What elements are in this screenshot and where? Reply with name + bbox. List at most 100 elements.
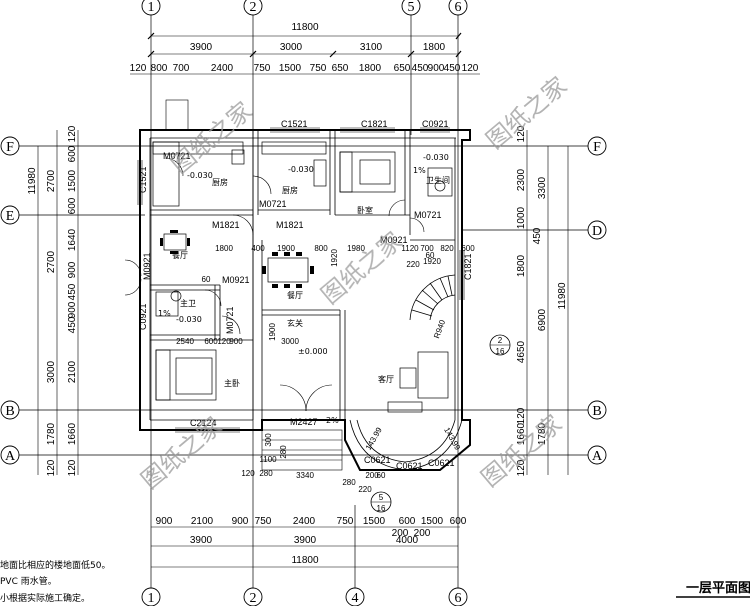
- window-c1521-left: C1521: [138, 166, 148, 193]
- door-m0921-bedroom: M0921: [380, 235, 408, 245]
- door-m0721-kitchen-2: M0721: [259, 199, 287, 209]
- section-marker-bottom-2: 16: [377, 504, 386, 513]
- bottom-bay-dim-3: 4000: [396, 535, 419, 546]
- level-zero: ±0.000: [298, 347, 328, 356]
- room-label-kitchen-2: 厨房: [282, 185, 298, 195]
- inner-dim: 1120: [401, 244, 419, 253]
- bottom-detail-dim: 900: [156, 516, 173, 527]
- window-c2124: C2124: [190, 418, 217, 428]
- inner-dim: 2540: [176, 337, 194, 346]
- bay-window: [349, 419, 463, 471]
- left-inner-dim: 120: [67, 125, 78, 142]
- top-detail-dim: 120: [130, 63, 147, 74]
- bay-arc-dim: 143.99: [442, 426, 462, 452]
- axis-label-D-right: D: [592, 224, 602, 239]
- bottom-detail-dim: 2100: [191, 516, 214, 527]
- top-detail-dim: 750: [310, 63, 327, 74]
- note-2: PVC 雨水管。: [0, 575, 57, 587]
- window-c0621-b: C0621: [428, 458, 455, 468]
- left-inner-dim: 1660: [67, 422, 78, 445]
- bottom-bay-dim-1: 3900: [190, 535, 213, 546]
- left-outer-dim: 3000: [46, 360, 57, 383]
- left-outer-dim: 120: [46, 459, 57, 476]
- axis-label-B-right: B: [592, 404, 601, 419]
- drawing-title: 一层平面图: [686, 581, 750, 596]
- bottom-extra-dim: 200: [414, 528, 431, 539]
- right-outer-dim: 1780: [537, 422, 548, 445]
- right-outer-dim: 3300: [537, 176, 548, 199]
- inner-dim: 1900: [268, 323, 277, 341]
- top-detail-dim: 700: [173, 63, 190, 74]
- inner-dim: 820: [440, 244, 454, 253]
- axis-label-6-bottom: 6: [455, 591, 462, 606]
- window-c0621-a: C0621: [396, 461, 423, 471]
- left-inner-dim: 120: [67, 459, 78, 476]
- top-detail-dim: 1800: [359, 63, 382, 74]
- room-label-living: 客厅: [378, 374, 394, 384]
- window-c1821-right: C1821: [463, 253, 473, 280]
- section-marker-bottom: 16: [496, 347, 505, 356]
- bottom-detail-dim: 750: [255, 516, 272, 527]
- note-1: 地面比相应的楼地面低50。: [0, 559, 110, 571]
- level-bath: -0.030: [423, 153, 449, 162]
- door-m1821-b: M1821: [276, 220, 304, 230]
- door-m0921-master: M0921: [222, 275, 250, 285]
- bottom-detail-dim: 1500: [421, 516, 444, 527]
- door-m0721-kitchen: M0721: [163, 151, 191, 161]
- room-label-master-bath: 主卫: [180, 298, 196, 308]
- inner-dim: 120: [241, 469, 255, 478]
- top-bay-dim-2: 3000: [280, 42, 303, 53]
- stair-radius: R940: [432, 318, 447, 340]
- bottom-detail-dim: 600: [450, 516, 467, 527]
- axis-label-2-top: 2: [250, 0, 257, 15]
- inner-dim: 400: [251, 244, 265, 253]
- room-label-entry: 玄关: [287, 318, 303, 328]
- room-label-dining: 餐厅: [287, 291, 303, 300]
- window-c0921-top: C0921: [422, 119, 449, 129]
- right-inner-dim: 120: [516, 407, 527, 424]
- left-inner-dim: 1500: [67, 169, 78, 192]
- inner-dim: 280: [279, 445, 288, 459]
- top-detail-dim: 1500: [279, 63, 302, 74]
- right-inner-dim: 1000: [516, 206, 527, 229]
- door-swings: [124, 157, 425, 412]
- right-inner-dim: 120: [516, 125, 527, 142]
- inner-dim: 200: [365, 471, 379, 480]
- building-walls: [139, 129, 471, 471]
- top-detail-dim: 650: [394, 63, 411, 74]
- inner-dim: 1920: [423, 257, 441, 266]
- inner-dim: 60: [377, 471, 386, 480]
- slope-porch: 2%: [326, 416, 339, 425]
- right-inner-dim: 4650: [516, 340, 527, 363]
- left-inner-dim: 2100: [67, 360, 78, 383]
- door-m1821-a: M1821: [212, 220, 240, 230]
- inner-dim: 60: [202, 275, 211, 284]
- door-m0921-side: M0921: [142, 252, 152, 280]
- left-outer-dim: 2700: [46, 250, 57, 273]
- top-detail-dim: 800: [151, 63, 168, 74]
- level-kitchen-2: -0.030: [288, 165, 314, 174]
- left-inner-dim: 600: [67, 197, 78, 214]
- bottom-detail-dim: 1500: [363, 516, 386, 527]
- top-detail-dim: 650: [332, 63, 349, 74]
- bottom-bay-dim-2: 3900: [294, 535, 317, 546]
- top-detail-dim: 450: [412, 63, 429, 74]
- inner-dim: 300: [264, 433, 273, 447]
- left-inner-dim: 450: [67, 316, 78, 333]
- chairs: [160, 230, 314, 288]
- bottom-total-dim: 11800: [291, 555, 319, 566]
- door-m0721-master-bath: M0721: [225, 306, 235, 334]
- axis-grid: [19, 10, 588, 588]
- bottom-detail-dim: 750: [337, 516, 354, 527]
- inner-dim: 3340: [296, 471, 314, 480]
- right-inner-dim: 450: [532, 227, 543, 244]
- curved-staircase: [409, 274, 456, 321]
- bay-arc-dim: 143.99: [364, 425, 384, 451]
- bottom-detail-dim: 2400: [293, 516, 316, 527]
- right-inner-dim: 2300: [516, 168, 527, 191]
- left-inner-dim: 900: [67, 261, 78, 278]
- left-outer-dim: 1780: [46, 422, 57, 445]
- level-kitchen: -0.030: [187, 171, 213, 180]
- axis-label-E-left: E: [6, 209, 15, 224]
- axis-label-4-bottom: 4: [352, 591, 359, 606]
